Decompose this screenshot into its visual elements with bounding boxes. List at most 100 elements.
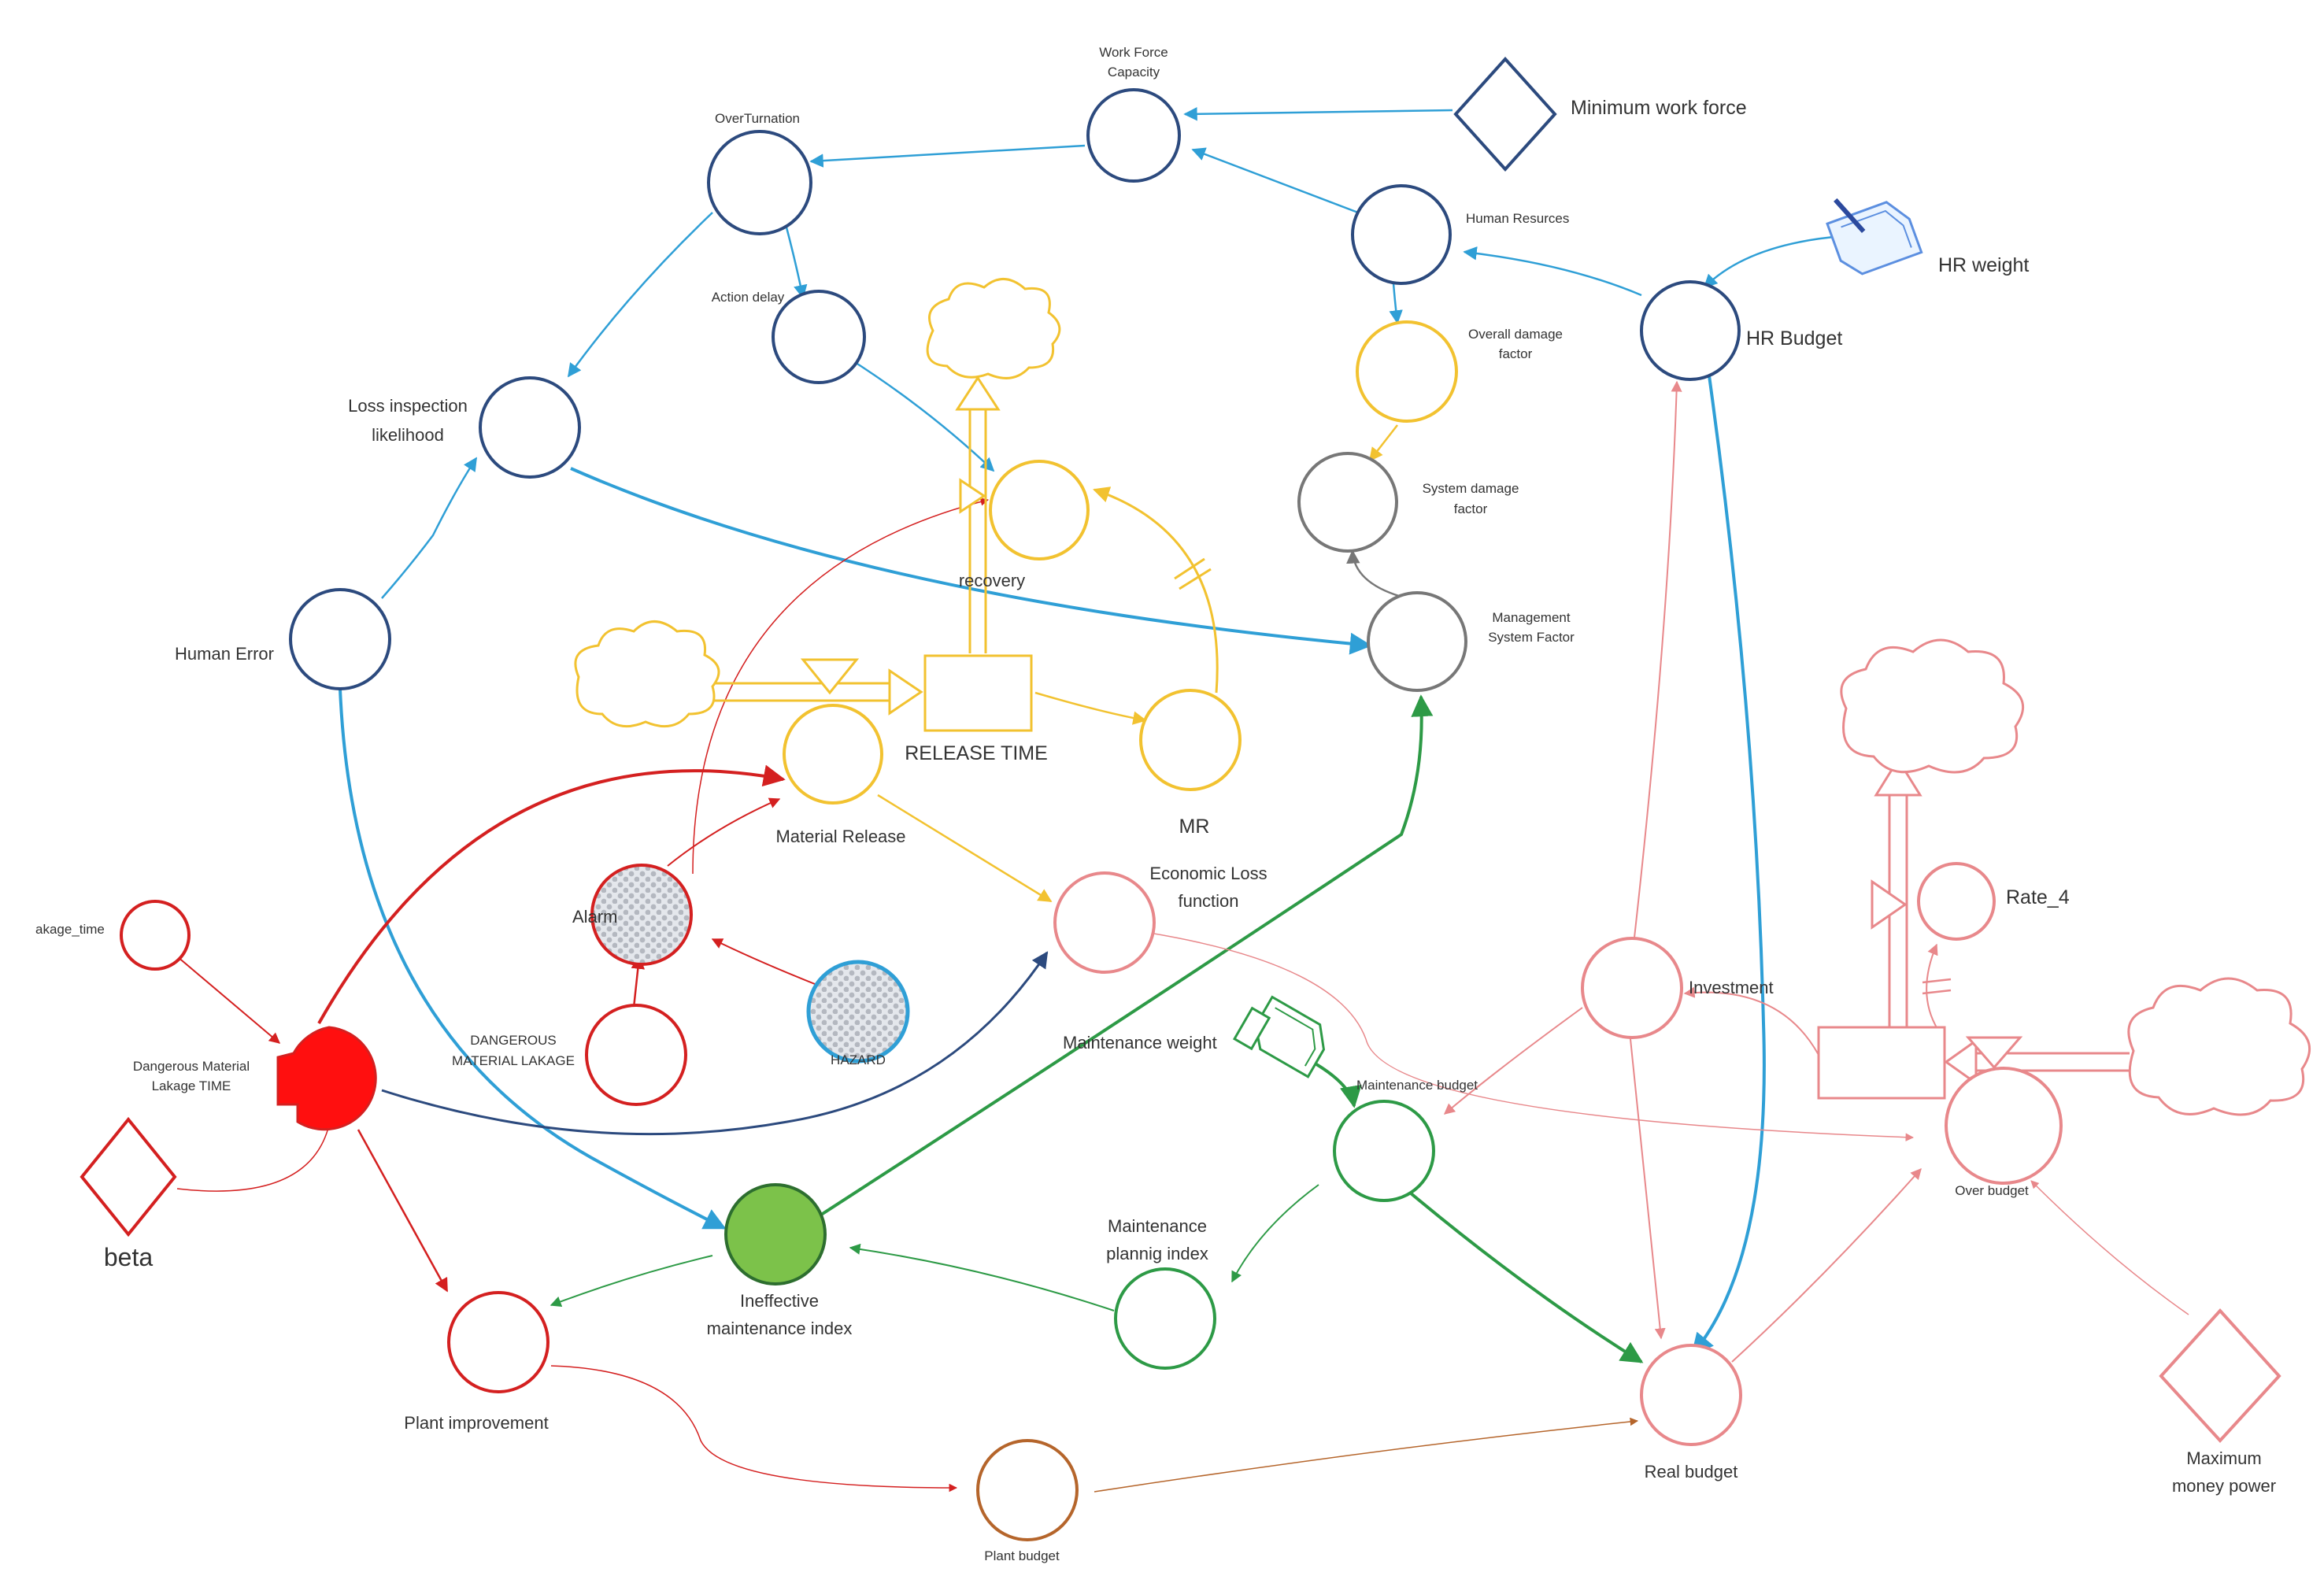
node-maintenance-budget[interactable] — [1333, 1100, 1435, 1202]
node-material-release[interactable] — [783, 704, 883, 805]
label-loss-inspection: Loss inspection — [348, 396, 468, 416]
node-overturnation[interactable] — [707, 130, 812, 235]
node-ineffective-maintenance-index[interactable] — [724, 1183, 827, 1286]
stock-release-time[interactable] — [923, 654, 1033, 732]
node-alarm[interactable] — [590, 864, 693, 966]
node-minimum-work-force[interactable] — [1453, 57, 1557, 172]
node-plant-budget[interactable] — [976, 1439, 1079, 1541]
link-maintbudget-to-realbudget — [1404, 1187, 1644, 1363]
link-dangeroustime-to-economicloss — [381, 951, 1049, 1136]
label-human-error: Human Error — [175, 644, 274, 664]
node-investment[interactable] — [1581, 937, 1683, 1039]
clouds — [574, 278, 2311, 1116]
node-loss-inspection-likelihood[interactable] — [479, 376, 581, 479]
cloud-icon — [574, 620, 720, 728]
link-realbudget-to-overbudget — [1731, 1167, 1922, 1363]
link-dangeroustime-to-plantimprovement — [357, 1129, 449, 1293]
node-hazard[interactable] — [806, 960, 910, 1064]
link-economicloss-to-overbudget — [1149, 932, 1915, 1141]
hr-weight-icon[interactable] — [1820, 179, 1923, 279]
node-dangerous-material-leakage-time[interactable] — [276, 1026, 377, 1131]
node-economic-loss-function[interactable] — [1053, 871, 1156, 974]
label-leakage-time: akage_time — [35, 922, 105, 937]
node-beta[interactable] — [80, 1116, 177, 1237]
label-dangerous-leakage: MATERIAL LAKAGE — [452, 1053, 575, 1068]
cloud-icon — [926, 278, 1061, 379]
node-maintenance-planning-index[interactable] — [1114, 1267, 1216, 1370]
valve-icon — [1965, 1036, 2023, 1070]
valve-icon — [1871, 879, 1908, 930]
node-rate-4[interactable] — [1917, 862, 1996, 941]
link-releasetime-to-mr — [1034, 691, 1147, 725]
label-work-force-capacity: Work Force — [1099, 45, 1168, 60]
label-system-damage: factor — [1454, 501, 1488, 516]
cloud-icon — [2127, 977, 2311, 1116]
link-hrbudget-to-humanres — [1463, 246, 1642, 297]
node-real-budget[interactable] — [1640, 1344, 1742, 1446]
node-action-delay[interactable] — [772, 290, 866, 384]
link-ineffective-to-management — [817, 694, 1434, 1218]
maintenance-weight-icon[interactable] — [1232, 991, 1334, 1080]
node-maximum-money-power[interactable] — [2159, 1308, 2281, 1443]
label-economic-loss: function — [1178, 891, 1238, 911]
label-maximum-money: money power — [2172, 1476, 2276, 1496]
node-mr[interactable] — [1139, 689, 1242, 791]
flow-pipe-material-release — [693, 658, 923, 716]
label-hr-weight: HR weight — [1938, 254, 2029, 276]
node-over-budget[interactable] — [1945, 1067, 2063, 1185]
link-plantbudget-to-realbudget — [1094, 1417, 1639, 1493]
link-investment-to-realbudget — [1629, 1030, 1666, 1340]
node-management-system-factor[interactable] — [1367, 591, 1467, 692]
delay-mark-4 — [1922, 989, 1952, 995]
link-overturnation-to-actiondelay — [784, 224, 808, 299]
label-real-budget: Real budget — [1645, 1462, 1738, 1482]
link-beta-to-dangeroustime — [176, 1116, 334, 1192]
link-leakagetime-to-dangeroustime — [176, 956, 281, 1044]
label-maximum-money: Maximum — [2186, 1448, 2261, 1468]
node-plant-improvement[interactable] — [447, 1291, 550, 1393]
node-hr-budget[interactable] — [1640, 280, 1741, 381]
label-management: Management — [1492, 610, 1571, 625]
link-maintbudget-to-maintplanning — [1231, 1184, 1319, 1283]
label-alarm: Alarm — [572, 907, 617, 927]
label-hr-budget: HR Budget — [1746, 327, 1842, 350]
label-human-resources: Human Resurces — [1466, 211, 1569, 226]
label-investment: Investment — [1689, 978, 1774, 997]
link-humanres-to-workforce — [1191, 147, 1359, 214]
node-human-resources[interactable] — [1351, 184, 1452, 285]
link-dangeroustime-to-materialrelease — [317, 764, 786, 1024]
label-recovery: recovery — [959, 571, 1025, 590]
links — [176, 107, 2189, 1493]
link-management-to-systemdamage — [1346, 549, 1402, 598]
stock-budget[interactable] — [1817, 1026, 1946, 1100]
delay-mark-1 — [1174, 557, 1205, 580]
label-release-time: RELEASE TIME — [905, 742, 1048, 764]
valve-icon — [800, 658, 860, 695]
label-loss-inspection: likelihood — [372, 425, 444, 445]
node-work-force-capacity[interactable] — [1086, 88, 1181, 183]
valve-icon — [959, 478, 986, 514]
node-recovery[interactable] — [989, 460, 1090, 560]
label-maintenance-planning: Maintenance — [1108, 1216, 1207, 1236]
label-overall-damage: Overall damage — [1468, 327, 1563, 342]
label-material-release: Material Release — [775, 827, 905, 846]
link-minworkforce-to-workforce — [1183, 107, 1453, 121]
label-dangerous-time: Lakage TIME — [152, 1078, 231, 1093]
node-leakage-time[interactable] — [120, 900, 191, 971]
cloud-icon — [1840, 638, 2024, 774]
link-maxmoney-to-overbudget — [2030, 1180, 2189, 1315]
nodes — [80, 57, 2281, 1541]
label-mr: MR — [1179, 816, 1210, 838]
label-over-budget: Over budget — [1955, 1183, 2029, 1198]
node-overall-damage-factor[interactable] — [1356, 320, 1458, 423]
label-economic-loss: Economic Loss — [1149, 864, 1267, 883]
link-plantimprovement-to-plantbudget — [550, 1365, 958, 1493]
label-dangerous-time: Dangerous Material — [133, 1059, 250, 1074]
node-dangerous-material-leakage[interactable] — [585, 1004, 687, 1106]
link-hrbudget-to-realbudget — [1691, 369, 1766, 1356]
node-human-error[interactable] — [289, 588, 391, 690]
node-system-damage-factor[interactable] — [1297, 452, 1398, 553]
flow-pipe-recovery — [955, 375, 1001, 653]
link-humanres-to-overalldamage — [1389, 283, 1403, 324]
